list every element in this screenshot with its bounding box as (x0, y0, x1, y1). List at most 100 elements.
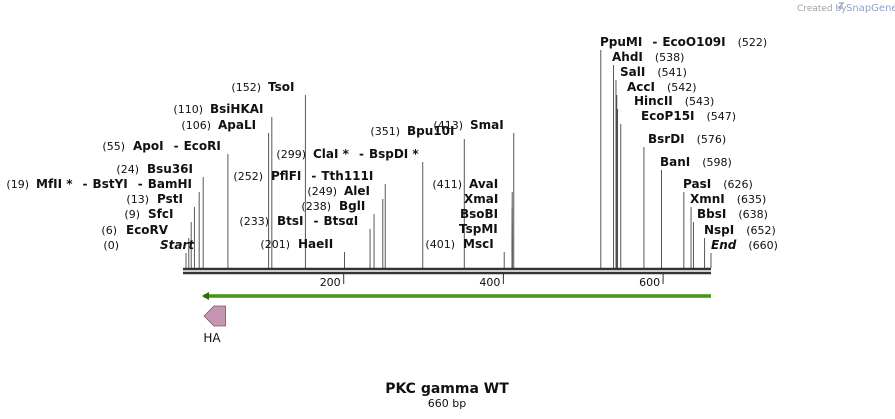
site-psti[interactable]: PstI (13) (126, 192, 183, 206)
enzyme-name: MscI (463, 237, 494, 251)
map-title: PKC gamma WT (385, 381, 509, 397)
enzyme-name: BtsI (277, 214, 304, 228)
site-hincii[interactable]: HincII(543) (634, 94, 714, 108)
site-haeii[interactable]: HaeII (201) (260, 237, 333, 251)
site-separator: - (138, 177, 143, 191)
site-position: (13) (126, 193, 149, 206)
site-bpu10i[interactable]: Bpu10I(351) (370, 124, 454, 138)
enzyme-name: HaeII (298, 237, 333, 251)
site-alei[interactable]: AleI(249) (307, 184, 370, 198)
site-separator: - (311, 169, 316, 183)
dna-backbone (183, 267, 711, 275)
enzyme-name: EcoRI (184, 139, 221, 153)
site-bsrdi[interactable]: BsrDI(576) (648, 132, 726, 146)
site-position: (249) (307, 185, 337, 198)
site-position: (0) (103, 239, 119, 252)
site-position: (598) (702, 156, 732, 169)
enzyme-name: PasI (683, 177, 711, 191)
site-position: (542) (667, 81, 697, 94)
site-position: (24) (116, 163, 139, 176)
site-labels: Start(0)EcoRV(6)SfcI(9)PstI(13)MfII *-Bs… (6, 35, 778, 252)
site-position: (401) (425, 238, 455, 251)
enzyme-name: EcoP15I (641, 109, 695, 123)
site-position: (635) (737, 193, 767, 206)
enzyme-name: ApoI (133, 139, 164, 153)
site-position: (233) (239, 215, 269, 228)
site-bsobi[interactable]: BsoBI (460, 207, 498, 221)
site-pflfi[interactable]: PflFI-Tth111I(252) (233, 169, 373, 183)
orf-arrow[interactable] (202, 292, 711, 300)
site-position: (299) (276, 148, 306, 161)
enzyme-name: BglI (339, 199, 365, 213)
enzyme-name: Bsu36I (147, 162, 193, 176)
site-position: (638) (738, 208, 768, 221)
enzyme-name: BanI (660, 155, 690, 169)
site-position: (238) (301, 200, 331, 213)
orf-arrowhead-icon (202, 292, 209, 300)
site-clai[interactable]: ClaI *-BspDI *(299) (276, 147, 419, 161)
enzyme-name: XmaI (464, 192, 498, 206)
site-sali[interactable]: SalI(541) (620, 65, 687, 79)
site-position: (660) (748, 239, 778, 252)
site-avai[interactable]: AvaI(411) (432, 177, 498, 191)
site-apali[interactable]: ApaLI(106) (181, 118, 256, 132)
site-separator: - (314, 214, 319, 228)
site-ecorv[interactable]: EcoRV(6) (101, 223, 168, 237)
enzyme-name: SmaI (470, 118, 504, 132)
site-sfci[interactable]: SfcI (9) (124, 207, 173, 221)
site-mfii[interactable]: MfII *-BstYI-BamHI(19) (6, 177, 192, 191)
site-separator: - (83, 177, 88, 191)
site-position: (152) (231, 81, 261, 94)
site-smai[interactable]: SmaI (413) (433, 118, 503, 132)
enzyme-name: SfcI (148, 207, 173, 221)
site-apoi[interactable]: ApoI-EcoRI(55) (102, 139, 220, 153)
site-xmai[interactable]: XmaI (464, 192, 498, 206)
site-pasi[interactable]: PasI(626) (683, 177, 753, 191)
site-position: (547) (707, 110, 737, 123)
enzyme-name: NspI (704, 223, 734, 237)
site-start[interactable]: Start(0) (103, 238, 195, 252)
site-ppumi[interactable]: PpuMI-EcoO109I(522) (600, 35, 767, 49)
site-bsu36i[interactable]: Bsu36I (24) (116, 162, 193, 176)
site-nspi[interactable]: NspI(652) (704, 223, 776, 237)
site-btsi[interactable]: BtsI-BtsαI (233) (239, 214, 358, 228)
enzyme-name: BsiHKAI (210, 102, 264, 116)
site-bbsi[interactable]: BbsI (638) (697, 207, 768, 221)
site-position: (413) (433, 119, 463, 132)
site-ahdi[interactable]: AhdI(538) (612, 50, 684, 64)
site-acci[interactable]: AccI (542) (627, 80, 697, 94)
site-position: (351) (370, 125, 400, 138)
site-end[interactable]: End(660) (711, 238, 778, 252)
site-position: (201) (260, 238, 290, 251)
feature-ha[interactable]: HA (203, 305, 226, 345)
enzyme-name: Tth111I (321, 169, 373, 183)
site-bgli[interactable]: BglI (238) (301, 199, 365, 213)
site-position: (110) (173, 103, 203, 116)
enzyme-name: BstYI (93, 177, 128, 191)
site-position: (576) (697, 133, 727, 146)
site-position: (9) (124, 208, 140, 221)
enzyme-name: PstI (157, 192, 183, 206)
site-position: (538) (655, 51, 685, 64)
feature-label: HA (203, 331, 221, 345)
enzyme-name: ClaI * (313, 147, 350, 161)
enzyme-name: BtsαI (324, 214, 359, 228)
site-bsihkai[interactable]: BsiHKAI (110) (173, 102, 263, 116)
site-msci[interactable]: MscI (401) (425, 237, 493, 251)
site-tsoi[interactable]: TsoI(152) (231, 80, 294, 94)
site-xmni[interactable]: XmnI (635) (690, 192, 766, 206)
site-ecop15i[interactable]: EcoP15I (547) (641, 109, 736, 123)
site-tspmi[interactable]: TspMI (459, 222, 498, 236)
enzyme-name: XmnI (690, 192, 725, 206)
enzyme-name: MfII * (36, 177, 73, 191)
site-bani[interactable]: BanI (598) (660, 155, 732, 169)
site-position: (541) (657, 66, 687, 79)
features-track: HA (203, 305, 226, 345)
enzyme-name: BbsI (697, 207, 726, 221)
enzyme-name: AccI (627, 80, 655, 94)
enzyme-name: PpuMI (600, 35, 642, 49)
enzyme-name: EcoO109I (662, 35, 725, 49)
enzyme-name: PflFI (271, 169, 301, 183)
